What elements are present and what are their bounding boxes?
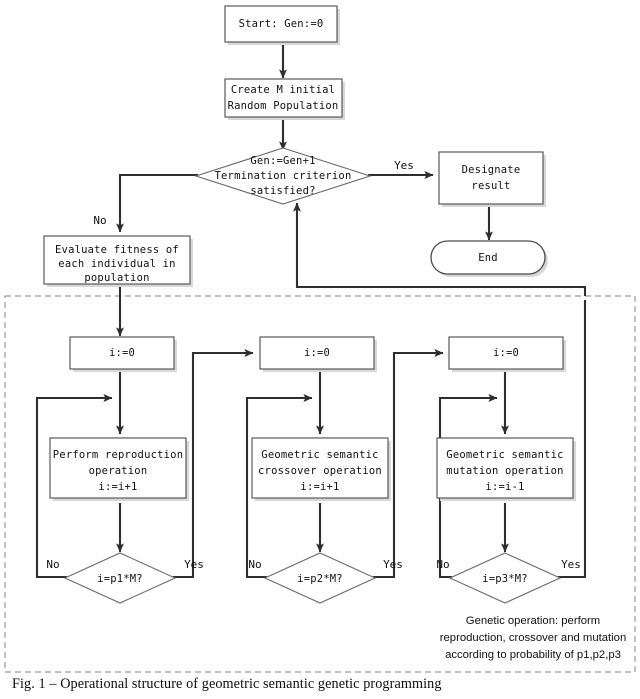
node-designate-line2: result bbox=[471, 180, 510, 192]
node-check-p3-diamond bbox=[448, 552, 562, 604]
node-init-i-col2 bbox=[259, 336, 375, 370]
node-reproduction bbox=[49, 437, 187, 499]
node-evaluate-line3: population bbox=[84, 272, 149, 284]
node-init-i-col1 bbox=[69, 336, 175, 370]
node-init-i-col3 bbox=[448, 336, 564, 370]
node-start bbox=[224, 5, 338, 43]
annotation-line1: Genetic operation: perform bbox=[466, 615, 600, 627]
node-init-i-col3-label: i:=0 bbox=[493, 347, 519, 359]
node-mutation-line3: i:=i-1 bbox=[485, 481, 524, 493]
node-check-p3-label: i=p3*M? bbox=[482, 573, 528, 585]
node-reproduction-line1: Perform reproduction bbox=[53, 449, 183, 461]
node-crossover-line2: crossover operation bbox=[258, 465, 382, 477]
edge-check1-no-loop bbox=[35, 394, 113, 579]
node-start-label: Start: Gen:=0 bbox=[239, 18, 324, 30]
node-create-line2: Random Population bbox=[228, 100, 339, 112]
node-mutation bbox=[436, 437, 574, 499]
label-check2-yes: Yes bbox=[383, 558, 403, 571]
node-termination-diamond bbox=[194, 147, 372, 205]
node-end-label: End bbox=[478, 252, 498, 264]
node-evaluate-line2: each individual in bbox=[58, 258, 175, 270]
edge-return-to-termination bbox=[293, 202, 587, 296]
node-termination-line2: Termination criterion bbox=[215, 170, 352, 182]
node-check-p1-label: i=p1*M? bbox=[97, 573, 143, 585]
label-check3-yes: Yes bbox=[561, 558, 581, 571]
node-termination-line1: Gen:=Gen+1 bbox=[250, 155, 315, 167]
node-check-p2-diamond bbox=[263, 552, 377, 604]
label-termination-no: No bbox=[93, 214, 106, 227]
node-designate-line1: Designate bbox=[462, 164, 521, 176]
node-check-p1-diamond bbox=[63, 552, 177, 604]
node-reproduction-line3: i:=i+1 bbox=[98, 481, 137, 493]
node-create-line1: Create M initial bbox=[231, 84, 335, 96]
node-crossover bbox=[251, 437, 389, 499]
node-designate-result bbox=[438, 151, 544, 205]
label-check1-yes: Yes bbox=[184, 558, 204, 571]
label-check3-no: No bbox=[436, 558, 449, 571]
node-end bbox=[430, 240, 546, 275]
node-init-i-col2-label: i:=0 bbox=[304, 347, 330, 359]
node-evaluate-fitness bbox=[43, 235, 191, 285]
edge-check3-yes bbox=[558, 300, 587, 579]
edge-check2-yes bbox=[373, 349, 444, 579]
edge-termination-no bbox=[116, 173, 198, 233]
genetic-operation-region bbox=[4, 295, 636, 673]
node-mutation-line2: mutation operation bbox=[446, 465, 563, 477]
label-termination-yes: Yes bbox=[394, 159, 414, 172]
annotation-line2: reproduction, crossover and mutation bbox=[440, 632, 627, 644]
node-check-p2-label: i=p2*M? bbox=[297, 573, 343, 585]
node-mutation-line1: Geometric semantic bbox=[446, 449, 563, 461]
edge-check1-yes bbox=[173, 349, 254, 579]
node-create-population bbox=[224, 78, 343, 118]
label-check1-no: No bbox=[46, 558, 59, 571]
node-evaluate-line1: Evaluate fitness of bbox=[55, 244, 179, 256]
edge-check2-no-loop bbox=[245, 394, 313, 579]
figure-caption: Fig. 1 – Operational structure of geomet… bbox=[12, 676, 442, 692]
node-crossover-line1: Geometric semantic bbox=[261, 449, 378, 461]
annotation-line3: according to probability of p1,p2,p3 bbox=[445, 649, 621, 661]
node-termination-line3: satisfied? bbox=[250, 185, 315, 197]
node-crossover-line3: i:=i+1 bbox=[300, 481, 339, 493]
node-init-i-col1-label: i:=0 bbox=[109, 347, 135, 359]
label-check2-no: No bbox=[248, 558, 261, 571]
node-reproduction-line2: operation bbox=[89, 465, 148, 477]
